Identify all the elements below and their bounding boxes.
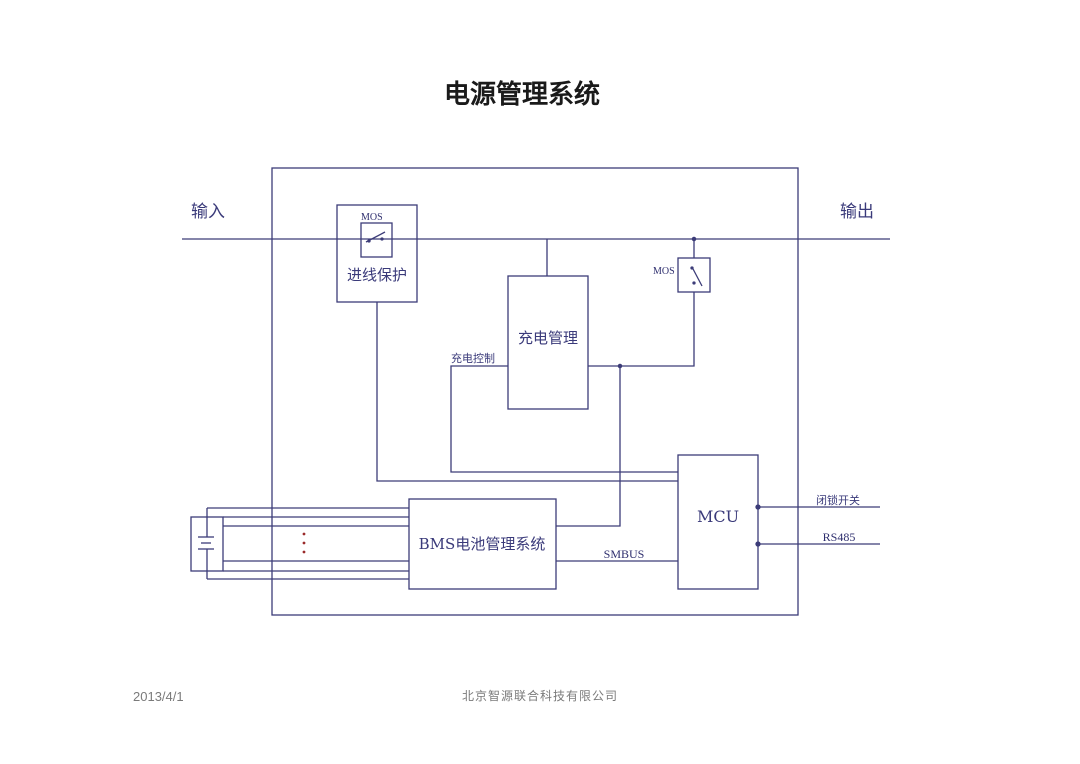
system-boundary [271, 167, 799, 616]
more-cells-indicator [302, 532, 306, 554]
footer-company: 北京智源联合科技有限公司 [462, 688, 618, 703]
inlet-mos-label: MOS [361, 212, 383, 223]
battery-icon [198, 508, 214, 579]
footer-date: 2013/4/1 [133, 689, 184, 704]
output-label: 输出 [840, 202, 874, 222]
junction-dot [691, 236, 697, 242]
output-mos-switch-box [677, 257, 711, 293]
smbus-label: SMBUS [604, 547, 645, 561]
rs485-label: RS485 [823, 530, 856, 544]
inlet-protection-to-mcu-wire [376, 302, 678, 482]
inlet-mos-switch-icon [365, 231, 386, 243]
lock-switch-label: 闭锁开关 [816, 493, 860, 507]
bms-block [408, 498, 557, 590]
bms-label: BMS电池管理系统 [419, 535, 546, 553]
charge-management-block [507, 275, 589, 410]
mcu-block [677, 454, 759, 590]
input-label: 输入 [191, 202, 225, 222]
charge-to-bms-wire [556, 366, 621, 527]
output-mos-switch-icon [690, 266, 703, 287]
output-mos-label: MOS [653, 266, 675, 277]
charge-control-label: 充电控制 [451, 351, 495, 365]
mcu-label: MCU [697, 507, 739, 526]
inlet-protection-label: 进线保护 [347, 266, 407, 284]
charge-to-output-mos-wire [588, 292, 695, 367]
lock-switch-pin [755, 504, 761, 510]
inlet-mos-switch-box [360, 222, 393, 258]
rs485-pin [755, 541, 761, 547]
charge-control-wire [450, 365, 678, 473]
charge-management-label: 充电管理 [518, 329, 578, 347]
diagram-title: 电源管理系统 [444, 79, 600, 110]
